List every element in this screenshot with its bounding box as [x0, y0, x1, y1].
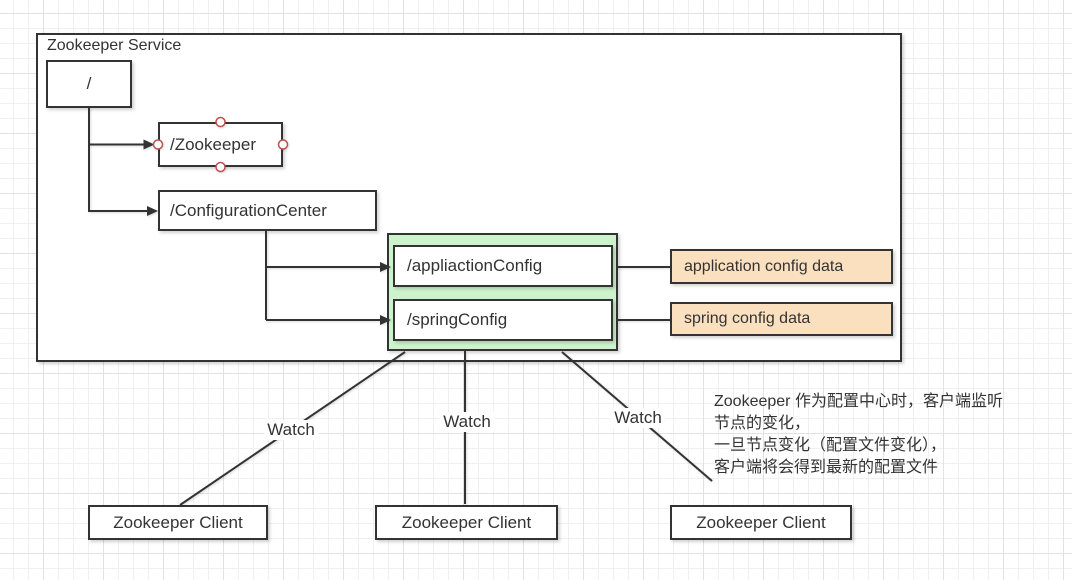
zookeeper-client-1-label: Zookeeper Client — [113, 512, 243, 532]
zookeeper-client-2-label: Zookeeper Client — [401, 512, 532, 532]
zookeeper-client-2[interactable]: Zookeeper Client — [375, 505, 558, 540]
node-configuration-center-label: /ConfigurationCenter — [170, 200, 327, 220]
node-appliaction-config-label: /appliactionConfig — [407, 256, 543, 275]
node-configuration-center[interactable]: /ConfigurationCenter — [158, 190, 377, 231]
spring-config-data-label: spring config data — [684, 310, 811, 327]
zookeeper-client-3[interactable]: Zookeeper Client — [670, 505, 852, 540]
node-zookeeper[interactable]: /Zookeeper — [158, 122, 283, 167]
annotation-line-1: Zookeeper 作为配置中心时，客户端监听 — [714, 393, 1003, 410]
zookeeper-client-3-label: Zookeeper Client — [696, 512, 826, 532]
node-spring-config-label: /springConfig — [407, 310, 508, 329]
zookeeper-client-1[interactable]: Zookeeper Client — [88, 505, 268, 540]
application-config-data-box[interactable]: application config data — [670, 249, 893, 284]
annotation-line-3: 一旦节点变化（配置文件变化）， — [714, 437, 947, 454]
node-spring-config[interactable]: /springConfig — [393, 299, 613, 341]
application-config-data-label: application config data — [684, 257, 844, 275]
node-appliaction-config[interactable]: /appliactionConfig — [393, 245, 613, 287]
watch-label-2[interactable]: Watch — [440, 412, 494, 432]
watch-label-3[interactable]: Watch — [611, 408, 665, 428]
annotation-line-4: 客户端将会得到最新的配置文件 — [714, 459, 939, 476]
spring-config-data-box[interactable]: spring config data — [670, 302, 893, 336]
annotation-line-2: 节点的变化， — [714, 415, 811, 432]
node-zookeeper-label: /Zookeeper — [170, 134, 256, 154]
annotation-note[interactable]: Zookeeper 作为配置中心时，客户端监听 节点的变化， 一旦节点变化（配置… — [714, 391, 1003, 479]
watch-label-1[interactable]: Watch — [264, 420, 318, 440]
service-title: Zookeeper Service — [47, 37, 182, 54]
node-root-label: / — [86, 74, 92, 93]
node-root[interactable]: / — [46, 60, 132, 108]
